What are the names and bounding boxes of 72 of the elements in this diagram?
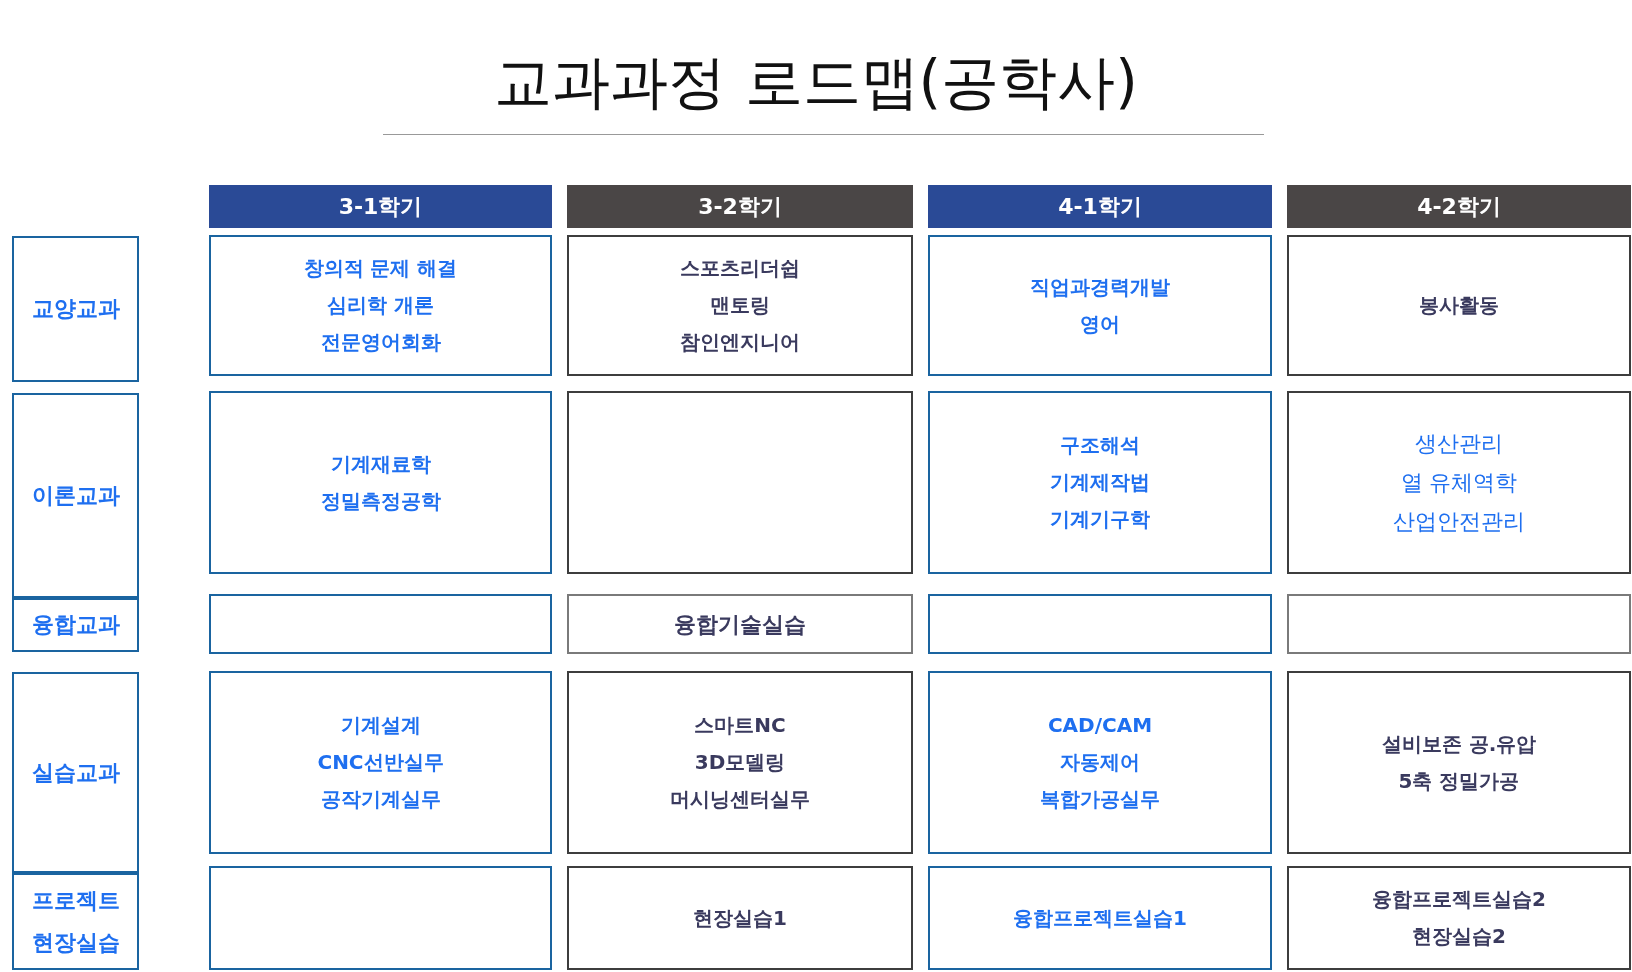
course-box (1287, 866, 1631, 970)
course-name: CNC선반실무 (317, 749, 444, 776)
course-name: 스포츠리더쉽 (680, 255, 800, 282)
course-name: 기계재료학 (330, 450, 431, 478)
course-name: 직업과경력개발 (1030, 273, 1170, 301)
course-name: 기계설계 (340, 712, 421, 739)
course-name: 5축 정밀가공 (1398, 767, 1520, 795)
category-box (12, 393, 139, 598)
empty-box (567, 391, 913, 574)
course-name: 공작기계실무 (320, 786, 441, 813)
category-box (12, 672, 139, 873)
course-box (567, 594, 913, 654)
category-name: 프로젝트 현장실습 (30, 886, 121, 957)
category-box (12, 598, 139, 652)
course-name: 열 유체역학 (1400, 469, 1518, 497)
course-box (567, 671, 913, 854)
category-name: 실습교과 (30, 758, 121, 787)
course-name: 설비보존 공.유압 (1381, 730, 1537, 758)
semester-header (928, 185, 1272, 228)
empty-box (1287, 594, 1631, 654)
empty-box (209, 866, 552, 970)
course-box (1287, 671, 1631, 854)
course-name: 자동제어 (1060, 749, 1140, 776)
course-name: 심리학 개론 (327, 292, 434, 319)
header-text: 4-1학기 (1058, 193, 1142, 221)
category-box (12, 236, 139, 382)
semester-header (1287, 185, 1631, 228)
course-name: 맨토링 (710, 292, 770, 319)
header-text: 3-1학기 (338, 193, 423, 221)
course-name: 참인엔지니어 (680, 329, 800, 356)
category-name: 이론교과 (30, 481, 121, 510)
empty-box (928, 594, 1272, 654)
course-name: CAD/CAM (1047, 712, 1153, 739)
course-name: 창의적 문제 해결 (303, 255, 458, 282)
course-name: 생산관리 (1415, 430, 1503, 458)
course-box (567, 866, 913, 970)
course-box (928, 235, 1272, 376)
course-box (928, 391, 1272, 574)
course-box (209, 671, 552, 854)
course-box (209, 235, 552, 376)
category-name: 융합교과 (30, 611, 121, 639)
course-name: 산업안전관리 (1393, 508, 1525, 536)
course-name: 전문영어회화 (320, 329, 441, 356)
semester-header (567, 185, 913, 228)
category-box (12, 873, 139, 970)
course-name: 기계제작법 (1050, 469, 1150, 496)
course-name: 기계기구학 (1050, 506, 1150, 533)
header-text: 4-2학기 (1417, 193, 1501, 221)
course-name: 구조해석 (1060, 432, 1140, 459)
course-box (928, 671, 1272, 854)
semester-header (209, 185, 552, 228)
course-name: 머시닝센터실무 (670, 786, 810, 813)
course-box (209, 391, 552, 574)
course-name: 복합가공실무 (1040, 786, 1160, 813)
course-name: 영어 (1080, 310, 1120, 338)
course-name: 융합기술실습 (674, 610, 806, 639)
course-name: 현장실습1 (693, 904, 787, 932)
course-box (1287, 391, 1631, 574)
header-text: 3-2학기 (698, 193, 782, 221)
course-name: 정밀측정공학 (320, 487, 441, 515)
course-box (1287, 235, 1631, 376)
empty-box (209, 594, 552, 654)
page-title: 교과과정 로드맵(공학사) (493, 47, 1139, 118)
course-name: 스마트NC (694, 712, 786, 739)
course-name: 3D모델링 (694, 749, 786, 776)
course-name: 현장실습2 (1412, 923, 1506, 950)
category-name: 교양교과 (30, 295, 121, 323)
course-box (928, 866, 1272, 970)
course-box (567, 235, 913, 376)
course-name: 융합프로젝트실습2 (1372, 886, 1546, 913)
course-name: 봉사활동 (1419, 292, 1499, 319)
course-name: 융합프로젝트실습1 (1013, 904, 1187, 932)
